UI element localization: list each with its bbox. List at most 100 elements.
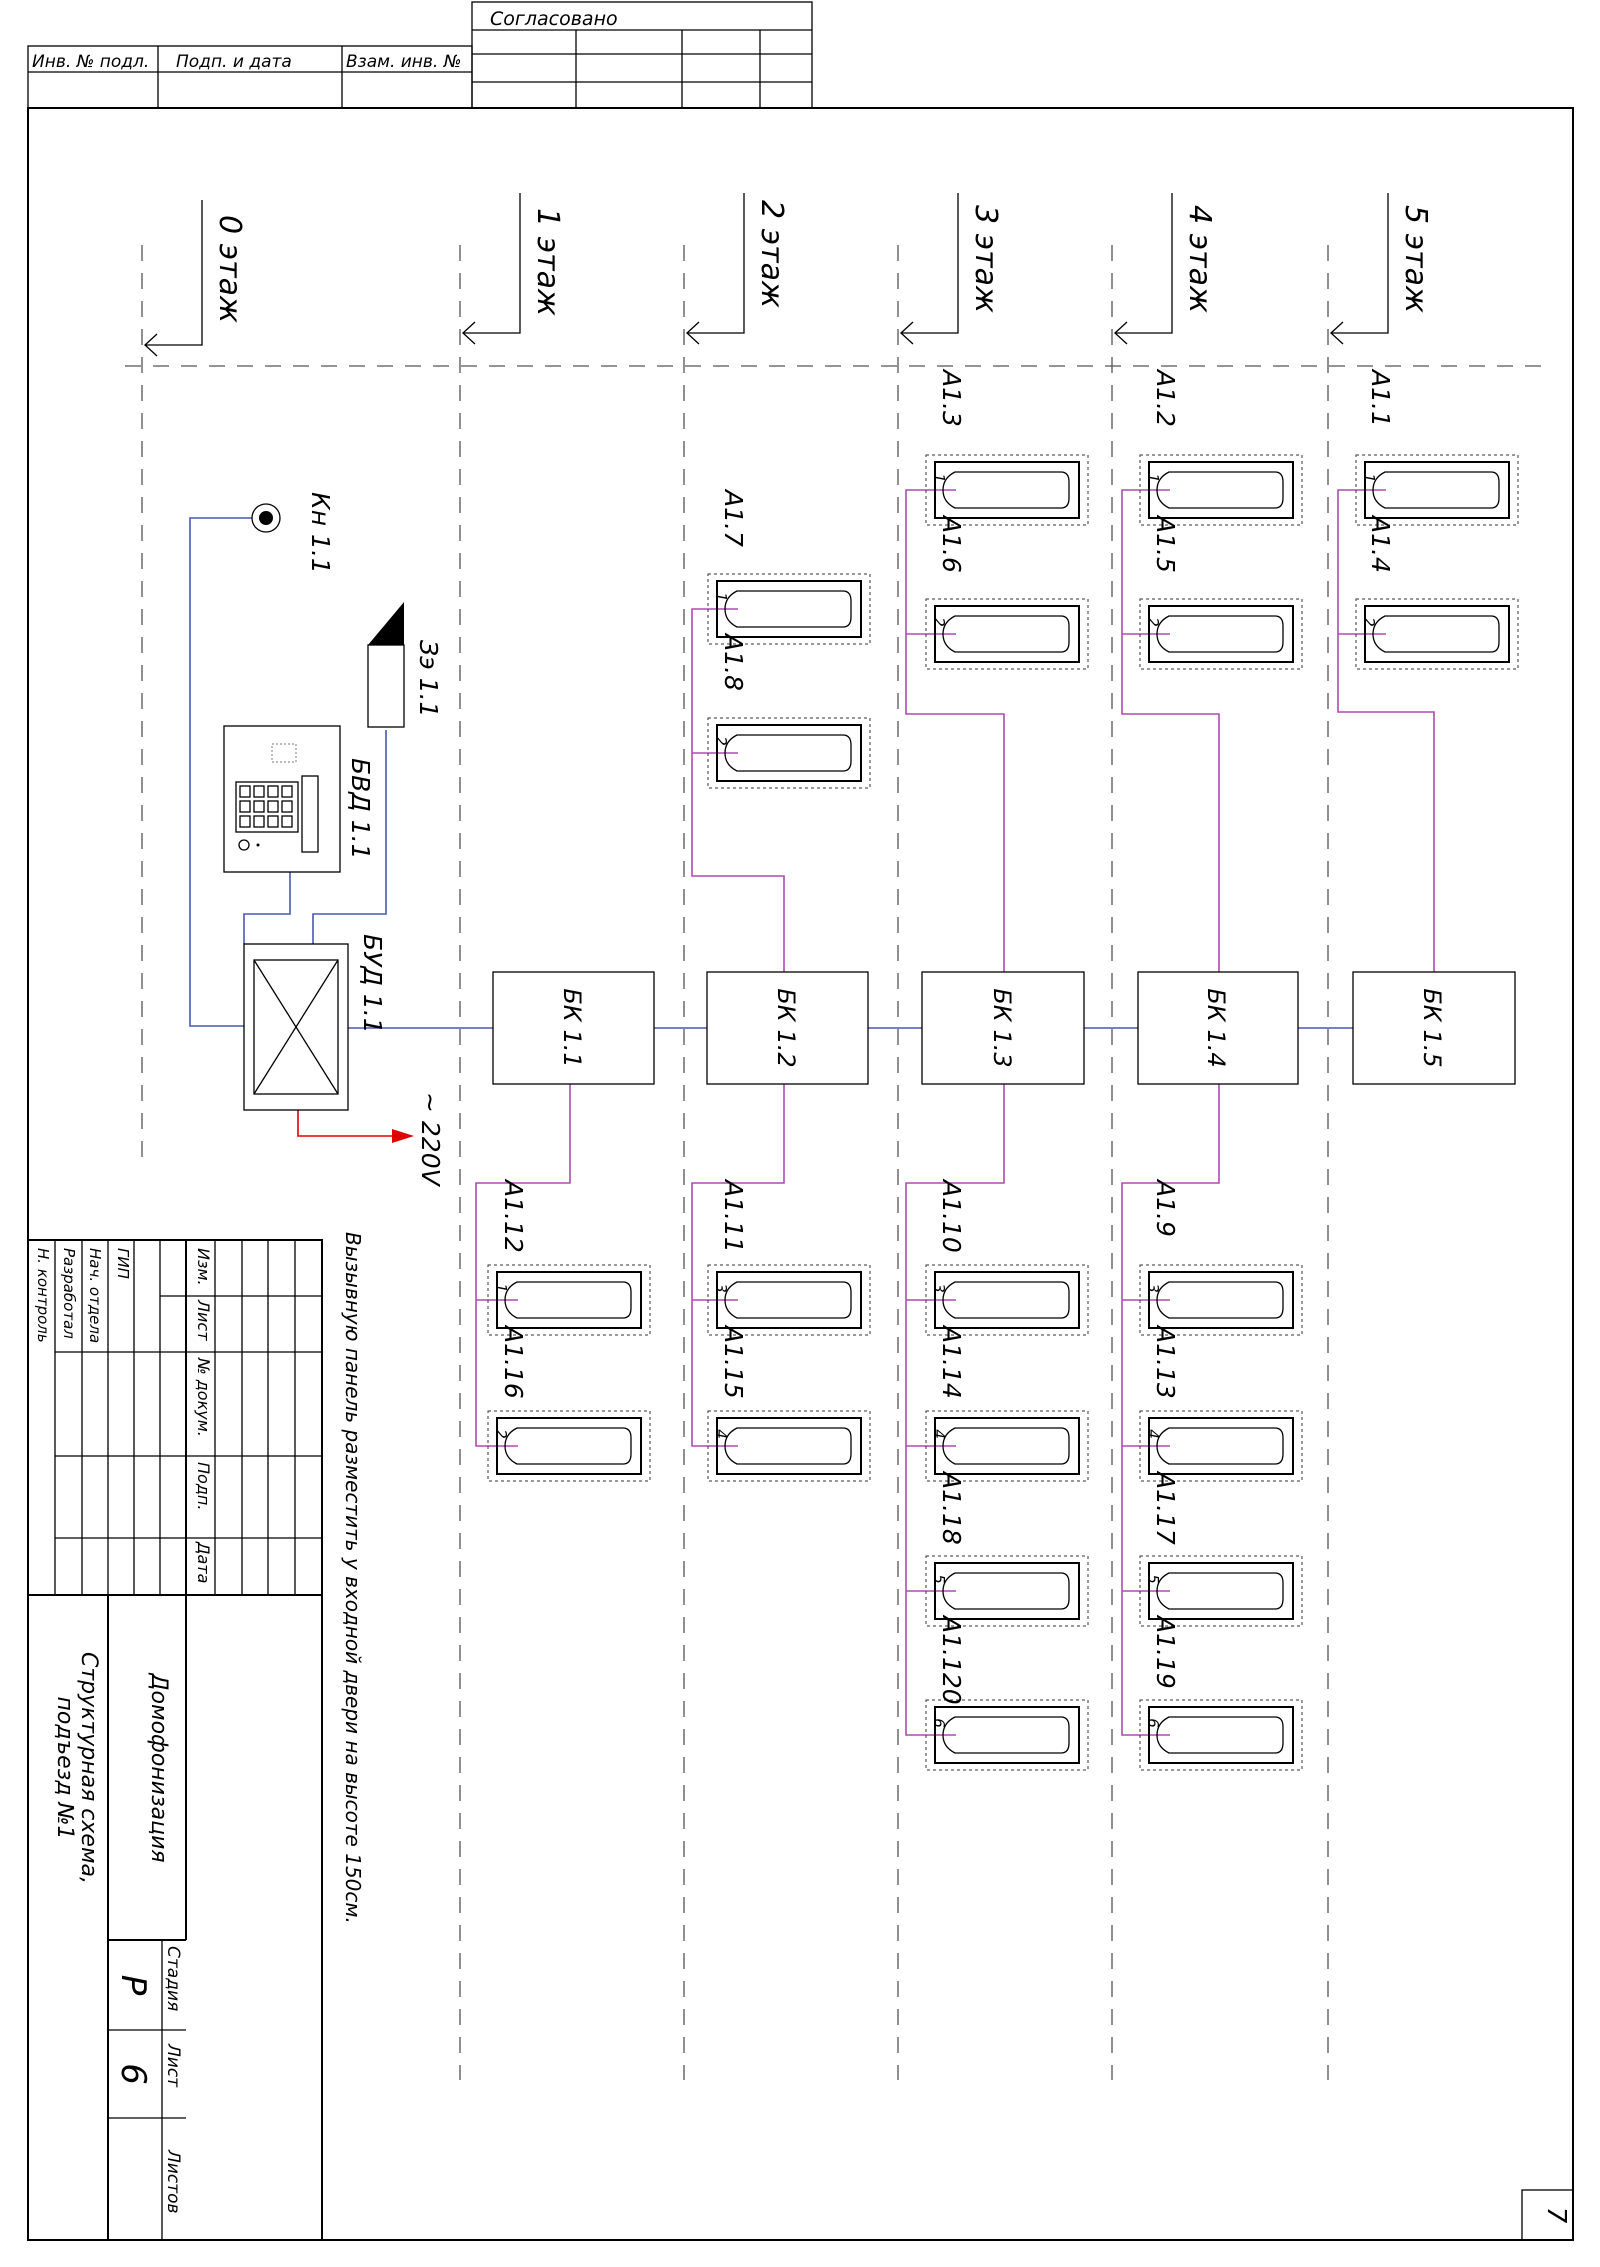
handset-3: 1А1.3: [925, 368, 1089, 526]
power-label: ~ 220V: [416, 1092, 445, 1188]
floor-label-4: 4 этаж: [1114, 193, 1217, 345]
handset-icon: [724, 1427, 852, 1465]
handset-2: 1А1.2: [1139, 368, 1303, 526]
project-name: Домофонизация: [146, 1672, 171, 1862]
handset-icon: [1156, 615, 1284, 653]
stage-value: Р: [113, 1975, 153, 1996]
handset-label: А1.17: [1151, 1470, 1180, 1545]
inventory-stamp: Инв. № подл. Подп. и дата Взам. инв. №: [27, 45, 473, 109]
col-sign: Подп.: [194, 1462, 213, 1510]
stamp-sign-date: Подп. и дата: [176, 52, 292, 72]
handset-port-number: 1: [712, 592, 730, 602]
main-unit-label: БУД 1.1: [358, 934, 387, 1034]
switch-block-5: БК 1.5: [1352, 971, 1516, 1085]
handset-19: 6 А1.19: [1139, 1614, 1303, 1771]
call-panel: БВД 1.1: [223, 725, 375, 873]
col-doc: № докум.: [194, 1357, 213, 1437]
handset-4: 2А1.4: [1355, 514, 1519, 670]
title-block: Изм. Лист № докум. Подп. Дата ГИП Нач. о…: [27, 1239, 323, 2241]
handset-icon: [724, 734, 852, 772]
handset-18: 5А1.18: [925, 1470, 1089, 1627]
floor-3-text: 3 этаж: [968, 205, 1003, 313]
handset-13: 4 А1.13: [1139, 1324, 1303, 1482]
handset-15: 4 А1.15: [707, 1324, 871, 1482]
handset-label: А1.12: [499, 1178, 528, 1253]
handset-port-number: 6: [1144, 1718, 1162, 1728]
handset-icon: [942, 1427, 1070, 1465]
handset-icon: [942, 1572, 1070, 1610]
handset-7: 1 А1.7: [707, 488, 871, 645]
keypad-icon: [239, 785, 293, 828]
handset-icon: [1156, 1572, 1284, 1610]
handset-icon: [724, 590, 852, 628]
floor-2-text: 2 этаж: [754, 200, 789, 308]
installation-note: Вызывную панель разместить у входной две…: [341, 1232, 365, 1924]
sheet-label: Лист: [163, 2043, 183, 2088]
stamp-agreed: Согласовано: [490, 8, 618, 30]
handset-label: А1.7: [719, 488, 748, 547]
handset-icon: [942, 471, 1070, 509]
handset-9: 3А1.9: [1139, 1178, 1303, 1336]
floor-4-text: 4 этаж: [1182, 205, 1217, 313]
handset-10: 3А1.10: [925, 1178, 1089, 1336]
switch-block-1: БК 1.1: [492, 971, 655, 1085]
floor-label-1: 1 этаж: [462, 193, 565, 345]
handset-label: А1.15: [719, 1324, 748, 1399]
power-arrow-icon: [392, 1129, 414, 1143]
sheet-frame: [27, 107, 1574, 2241]
drawing-title-1: Структурная схема,: [76, 1652, 101, 1884]
handset-port-number: 1: [930, 473, 948, 483]
handset-20: 6А1.120: [925, 1614, 1089, 1771]
role-developer: Разработал: [60, 1248, 78, 1339]
handset-1: 1 А1.1: [1355, 368, 1519, 526]
handset-6: 2А1.6: [925, 514, 1089, 670]
handset-port-number: 5: [930, 1574, 948, 1584]
handset-port-number: 2: [1144, 617, 1162, 627]
floor-label-0: 0 этаж: [144, 200, 247, 357]
switch-block-2-label: БК 1.2: [772, 988, 800, 1067]
handset-8: 2А1.8: [707, 632, 871, 789]
handset-icon: [1372, 615, 1500, 653]
floor-label-5: 5 этаж: [1330, 193, 1433, 345]
handset-icon: [942, 615, 1070, 653]
handset-port-number: 4: [1144, 1429, 1162, 1439]
col-list: Лист: [194, 1299, 213, 1341]
handset-label: А1.1: [1366, 368, 1395, 427]
electric-lock-label: Зэ 1.1: [414, 640, 443, 717]
page-number-box: 7: [1521, 2189, 1574, 2241]
handset-group: 1А1.11А1.21А1.32А1.42А1.52А1.61А1.72А1.8…: [487, 368, 1519, 1771]
handset-port-number: 5: [1144, 1574, 1162, 1584]
floor-label-3: 3 этаж: [900, 193, 1003, 345]
handset-label: А1.9: [1151, 1178, 1180, 1237]
handset-port-number: 3: [712, 1283, 730, 1293]
handset-icon: [942, 1281, 1070, 1319]
floor-dividers: [125, 245, 1545, 2080]
handset-12: 1А1.12: [487, 1178, 651, 1336]
handset-icon: [1156, 1427, 1284, 1465]
handset-icon: [1156, 1281, 1284, 1319]
handset-icon: [1372, 471, 1500, 509]
role-head: Нач. отдела: [86, 1248, 104, 1343]
col-izm: Изм.: [194, 1248, 213, 1286]
handset-port-number: 4: [712, 1429, 730, 1439]
switch-block-4-label: БК 1.4: [1202, 988, 1230, 1067]
lock-icon: [368, 602, 404, 645]
handset-5: 2А1.5: [1139, 514, 1303, 670]
stamp-inv-no: Инв. № подл.: [32, 52, 149, 72]
handset-label: А1.120: [937, 1614, 966, 1705]
handset-label: А1.13: [1151, 1324, 1180, 1399]
handset-label: А1.19: [1151, 1614, 1180, 1689]
handset-label: А1.8: [719, 632, 748, 691]
handset-icon: [1156, 471, 1284, 509]
switch-block-2: БК 1.2: [706, 971, 869, 1085]
switch-block-4: БК 1.4: [1137, 971, 1299, 1085]
stage-label: Стадия: [163, 1946, 183, 2011]
handset-port-number: 4: [930, 1429, 948, 1439]
exit-button-label: Кн 1.1: [306, 492, 335, 574]
handset-port-number: 1: [1360, 473, 1378, 483]
floor-label-2: 2 этаж: [686, 193, 789, 345]
handset-icon: [504, 1281, 632, 1319]
exit-button: Кн 1.1: [251, 492, 335, 574]
handset-port-number: 2: [492, 1429, 510, 1439]
